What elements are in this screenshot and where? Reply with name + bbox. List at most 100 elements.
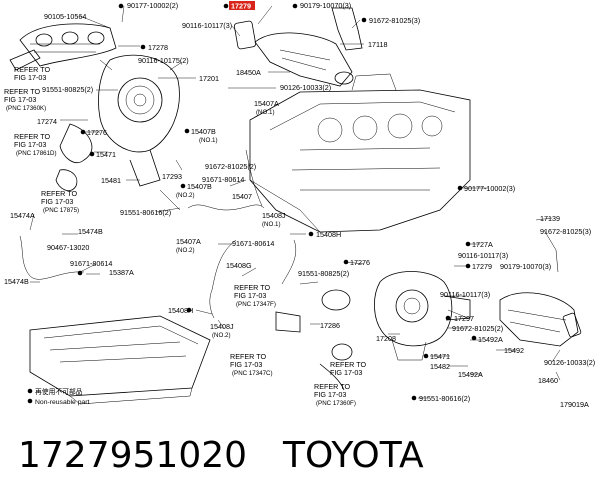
refer-1-line-1: REFER TO: [14, 65, 50, 74]
callout-18460: 18460: [538, 376, 558, 385]
callout-17279-highlighted: 17279: [231, 2, 251, 11]
callout-91551-80616-2-lower: 91551-80616(2): [419, 394, 470, 403]
refer-7-line-2: FIG 17-03: [330, 368, 362, 377]
callout-15492a-upper: 15492A: [478, 335, 503, 344]
callout-17276-lower: 17276: [350, 258, 370, 267]
callout-90177-10002-2: 90177-10002(2): [127, 1, 178, 10]
callout-17201: 17201: [199, 74, 219, 83]
callout-15408j-no1-sub: (NO.1): [262, 221, 281, 228]
callout-91551-80616-2-upper: 91551-80616(2): [120, 208, 171, 217]
callout-17293: 17293: [162, 172, 182, 181]
turbocharger-parts-diagram: 90105-10564 90177-10002(2) 90116-10117(3…: [4, 1, 595, 409]
callout-15474b-upper: 15474B: [78, 227, 103, 236]
refer-6-line-3: (PNC 17347C): [232, 370, 273, 377]
callout-15408j-no2-sub: (NO.2): [212, 332, 231, 339]
exhaust-manifold-right-lower: [499, 292, 582, 347]
refer-5-line-2: FIG 17-03: [234, 291, 266, 300]
legend-english-text: Non-reusable part: [35, 399, 90, 406]
callout-91672-81025-3-right: 91672-81025(3): [540, 227, 591, 236]
callout-17279-right: 17279: [472, 262, 492, 271]
filled-dot-icon: [27, 388, 33, 394]
refer-1-line-2: FIG 17-03: [14, 73, 46, 82]
callout-90116-10117-3: 90116-10117(3): [182, 21, 232, 30]
refer-4-line-2: FIG 17-03: [41, 197, 73, 206]
refer-3-line-2: FIG 17-03: [14, 140, 46, 149]
callout-17278: 17278: [148, 43, 168, 52]
leader-lines: [29, 5, 561, 399]
filled-dot-icon: [27, 398, 33, 404]
refer-6-line-2: FIG 17-03: [230, 360, 262, 369]
caption-bar: 1727951020 TOYOTA: [18, 430, 578, 482]
callout-91671-80614-left: 91671-80614: [70, 259, 112, 268]
intake-hoses: [55, 123, 353, 391]
refer-4-line-3: (PNC 17875): [43, 207, 79, 214]
callout-17286: 17286: [320, 321, 340, 330]
heat-insulator-bracket: [331, 7, 363, 51]
callout-15407b-no2-sub: (NO.2): [176, 192, 195, 199]
callout-17297: 17297: [454, 314, 474, 323]
callout-15492: 15492: [504, 346, 524, 355]
refer-3-line-1: REFER TO: [14, 132, 50, 141]
exhaust-manifold-right-upper: [233, 20, 354, 87]
callout-15482: 15482: [430, 362, 450, 371]
callout-91551-80825-2: 91551-80825(2): [42, 85, 93, 94]
callout-90126-10033-2-lower: 90126-10033(2): [544, 358, 595, 367]
refer-8-line-2: FIG 17-03: [314, 390, 346, 399]
callout-91672-81025-3: 91672-81025(3): [369, 16, 420, 25]
callout-15408j-no2: 15408J: [210, 322, 234, 331]
callout-15481: 15481: [101, 176, 121, 185]
callout-91672-81025-2-lower: 91672-81025(2): [452, 324, 503, 333]
callout-15407a-no2: 15407A: [176, 237, 201, 246]
callout-17139: 17139: [540, 214, 560, 223]
callout-15471-lower: 15471: [430, 352, 450, 361]
part-number: 1727951020: [18, 435, 248, 476]
callout-90116-10117-3-right: 90116-10117(3): [458, 251, 508, 260]
callout-91671-80614-upper: 91671-80614: [202, 175, 244, 184]
callout-91551-80825-2-lower: 91551-80825(2): [298, 269, 349, 278]
cylinder-block: [249, 73, 471, 233]
refer-5-line-1: REFER TO: [234, 283, 270, 292]
callout-15408h-upper: 15408H: [316, 230, 341, 239]
legend: 再使用不可部品 Non-reusable part: [27, 387, 90, 406]
callout-90126-10033-2: 90126-10033(2): [280, 83, 331, 92]
refer-2-line-2: FIG 17-03: [4, 95, 36, 104]
callout-91671-80614-mid: 91671-80614: [232, 239, 274, 248]
callout-1727a: 1727A: [472, 240, 493, 249]
legend-chinese-text: 再使用不可部品: [35, 387, 83, 396]
callout-15471-upper: 15471: [96, 150, 116, 159]
callout-15407: 15407: [232, 192, 252, 201]
diagram-code: 179019A: [560, 400, 589, 409]
callout-15492a-lower: 15492A: [458, 370, 483, 379]
refer-8-line-1: REFER TO: [314, 382, 350, 391]
callout-15407b-no1: 15407B: [191, 127, 216, 136]
refer-5-line-3: (PNC 17347F): [236, 301, 276, 308]
callout-90116-10117-3-lower: 90116-10117(3): [440, 290, 490, 299]
callout-90116-10175-2: 90116-10175(2): [138, 56, 189, 65]
callout-90179-10070-3: 90179-10070(3): [300, 1, 351, 10]
non-reusable-markers: [77, 3, 477, 401]
highlighted-part-box: [229, 1, 255, 10]
callout-90105-10564: 90105-10564: [44, 12, 86, 21]
refer-3-line-3: (PNC 17861D): [16, 150, 57, 157]
refer-2-line-1: REFER TO: [4, 87, 40, 96]
callout-17276-upper: 17276: [87, 128, 107, 137]
callout-90179-10070-3-right: 90179-10070(3): [500, 262, 551, 271]
callout-15407a-no1: 15407A: [254, 99, 279, 108]
callout-15408g: 15408G: [226, 261, 252, 270]
callout-15408j-no1: 15408J: [262, 211, 286, 220]
refer-7-line-1: REFER TO: [330, 360, 366, 369]
oil-lines: [19, 149, 559, 319]
brand-name: TOYOTA: [283, 435, 424, 476]
oil-pan: [29, 315, 211, 405]
callout-17208: 17208: [376, 334, 396, 343]
exhaust-manifold-left: [9, 23, 117, 71]
refer-4-line-1: REFER TO: [41, 189, 77, 198]
turbocharger-left: [98, 54, 183, 187]
refer-2-line-3: (PNC 17360K): [6, 105, 46, 112]
callout-15407a-no2-sub: (NO.2): [176, 247, 195, 254]
callout-17274: 17274: [37, 117, 57, 126]
callout-15474b-lower: 15474B: [4, 277, 29, 286]
refer-8-line-3: (PNC 17360F): [316, 400, 356, 407]
callout-18450a: 18450A: [236, 68, 261, 77]
callout-91672-81025-2-upper: 91672-81025(2): [205, 162, 256, 171]
